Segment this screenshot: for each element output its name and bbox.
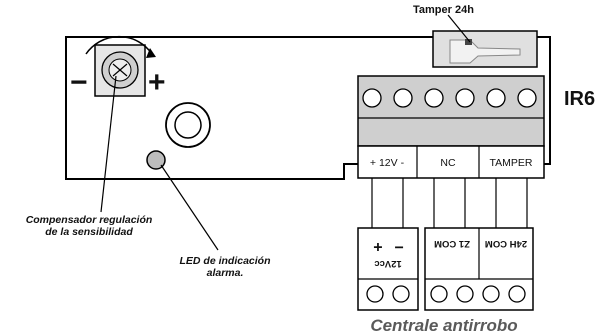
wires [371, 178, 528, 228]
screw-terminal [393, 88, 413, 108]
screw-terminal [508, 285, 526, 303]
screw-terminal [392, 285, 410, 303]
screw-terminal [517, 88, 537, 108]
sensor-terminal-block [357, 75, 545, 147]
compensator-label: Compensador regulación de la sensibilida… [0, 214, 178, 238]
screw-terminal [366, 285, 384, 303]
central-power-block: 12Vcc + − [357, 227, 419, 311]
compensator-leader [100, 75, 117, 213]
central-zone-block: Z1 COM 24H COM [424, 227, 534, 311]
central-power-label: 12Vcc [374, 258, 401, 269]
tamper-switch-icon [432, 30, 538, 68]
tamper-leader [447, 14, 471, 43]
adjust-screw-icon [85, 35, 156, 97]
terminal-label-tamper: TAMPER [490, 157, 533, 169]
central-zone-label-z1: Z1 COM [434, 238, 470, 249]
adjust-plus-label: + [148, 66, 166, 99]
screw-terminal [482, 285, 500, 303]
terminal-label-power: + 12V - [370, 157, 405, 169]
terminal-label-nc: NC [440, 157, 456, 169]
led-label-line1: LED de indicación [179, 255, 271, 267]
led-label: LED de indicación alarma. [150, 255, 300, 279]
screw-terminal [455, 88, 475, 108]
central-zone-label-24h: 24H COM [485, 238, 527, 249]
screw-terminal [362, 88, 382, 108]
lens-ring-icon [165, 102, 211, 148]
screw-terminal [486, 88, 506, 108]
adjust-minus-label: − [70, 66, 88, 99]
central-power-minus: − [394, 238, 403, 255]
compensator-label-line2: de la sensibilidad [45, 226, 133, 238]
central-unit-label: Centrale antirrobo [370, 316, 518, 335]
screw-terminal [456, 285, 474, 303]
sensor-label-strip [357, 145, 545, 179]
led-icon [146, 150, 166, 170]
model-label: IR6 [564, 88, 596, 110]
led-leader [160, 164, 219, 251]
screw-terminal [430, 285, 448, 303]
tamper-label: Tamper 24h [413, 4, 474, 16]
led-label-line2: alarma. [206, 267, 244, 279]
compensator-label-line1: Compensador regulación [25, 214, 153, 226]
screw-terminal [424, 88, 444, 108]
central-power-plus: + [373, 238, 382, 255]
